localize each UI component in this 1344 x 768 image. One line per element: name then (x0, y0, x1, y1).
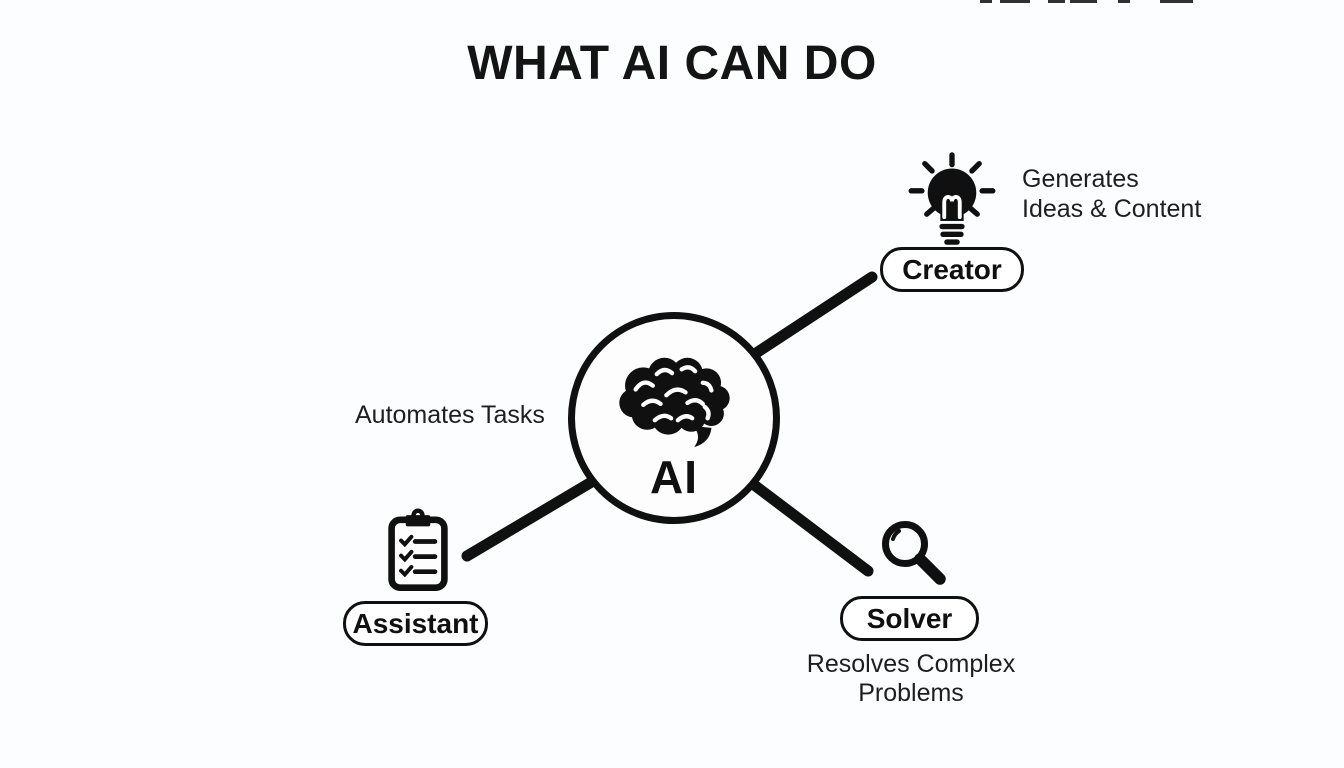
solver-description: Resolves Complex Problems (786, 650, 1036, 708)
node-assistant-label: Assistant (352, 607, 479, 639)
top-edge-artifact (980, 0, 1193, 3)
solver-description-line: Problems (858, 679, 964, 707)
page-title: WHAT AI CAN DO (467, 37, 877, 90)
node-solver-label: Solver (866, 602, 953, 634)
creator-description-line: Ideas & Content (1022, 195, 1202, 223)
node-assistant: Assistant (343, 601, 488, 646)
center-node-label: AI (650, 451, 698, 503)
lightbulb-icon (908, 152, 996, 245)
solver-description-line: Resolves Complex (806, 650, 1016, 678)
assistant-description-line: Automates Tasks (355, 401, 545, 429)
node-solver: Solver (840, 596, 979, 641)
magnifier-icon (882, 521, 946, 585)
center-node-ai: AI (568, 312, 780, 524)
creator-description: Generates Ideas & Content (1022, 164, 1201, 224)
brain-icon (619, 357, 730, 448)
assistant-description: Automates Tasks (355, 400, 545, 430)
node-creator: Creator (880, 247, 1024, 292)
node-creator-label: Creator (902, 253, 1002, 285)
creator-description-line: Generates (1022, 165, 1139, 193)
clipboard-checklist-icon (388, 508, 448, 592)
